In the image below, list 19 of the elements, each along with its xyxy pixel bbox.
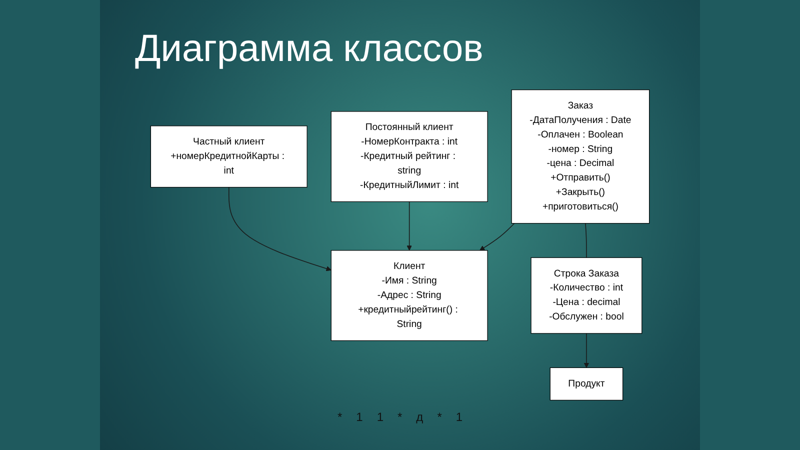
- node-box: Заказ -ДатаПолучения : Date -Оплачен : Boolean -номер : String -цена : Decimal +Отправить() +Закрыть() +приготовиться(): [511, 90, 650, 224]
- slide-title: Диаграмма классов: [135, 28, 484, 71]
- multiplicity-label: *: [398, 410, 402, 424]
- node-box: Строка Заказа -Количество : int -Цена : decimal -Обслужен : bool: [530, 257, 642, 334]
- node-box: Клиент -Имя : String -Адрес : String +кредитныйрейтинг() : String: [330, 250, 488, 341]
- node-box: Частный клиент +номерКредитнойКарты : int: [150, 126, 308, 188]
- multiplicity-label: *: [437, 410, 442, 424]
- arrow: [584, 333, 590, 368]
- multiplicity-label: 1: [376, 410, 384, 424]
- connector: [585, 222, 587, 258]
- multiplicity-label: *: [337, 410, 342, 424]
- arrow: [480, 222, 515, 251]
- arrow: [228, 186, 332, 272]
- multiplicity-label: 1: [356, 410, 363, 424]
- node-box: Постоянный клиент -НомерКонтракта : int -Кредитный рейтинг : string -КредитныйЛимит : int: [330, 111, 488, 202]
- multiplicity-label: 1: [456, 410, 463, 424]
- multiplicity-label: д: [416, 410, 424, 424]
- arrow: [406, 201, 412, 251]
- node-box: Продукт: [550, 367, 624, 400]
